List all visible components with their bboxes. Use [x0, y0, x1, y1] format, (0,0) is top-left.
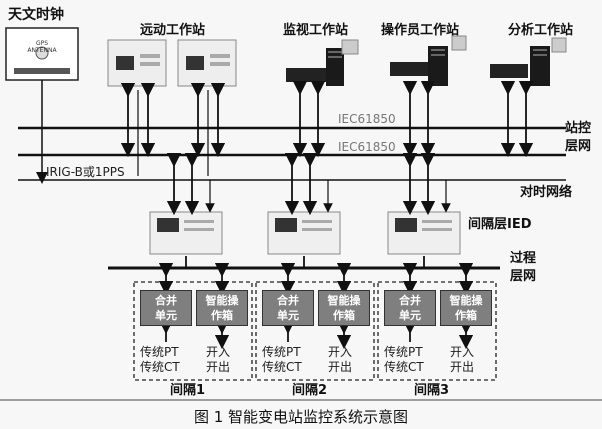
smart-box-text-1b: 作箱 [211, 309, 233, 322]
bay-ied-2 [267, 211, 341, 255]
out-label-2: 开出 [328, 360, 353, 374]
ct-label-3: 传统CT [384, 360, 424, 374]
gps-antenna-text: GPS ANTENNA [27, 40, 57, 54]
pt-label-1: 传统PT [140, 345, 179, 359]
irig-label: IRIG-B或1PPS [46, 165, 125, 179]
telecontrol-label: 远动工作站 [140, 23, 206, 38]
ct-label-1: 传统CT [140, 360, 180, 374]
bay-enclosure-2 [255, 281, 375, 381]
merge-unit-text-2b: 单元 [277, 309, 299, 322]
smart-box-2: 智能操 作箱 [318, 290, 370, 326]
smart-box-text-2a: 智能操 [327, 294, 361, 307]
merge-unit-box-2: 合并 单元 [262, 290, 314, 326]
in-label-2: 开入 [328, 345, 353, 359]
iec-label-top: IEC61850 [338, 112, 396, 126]
gps-clock-device [5, 27, 79, 81]
station-bus-label-1: 站控 [565, 121, 592, 136]
process-bus-label-2: 层网 [510, 269, 537, 284]
merge-unit-box-3: 合并 单元 [384, 290, 436, 326]
ct-label-2: 传统CT [262, 360, 302, 374]
bay-name-1: 间隔1 [170, 383, 206, 398]
bay-name-2: 间隔2 [292, 383, 328, 398]
figure-caption: 图 1 智能变电站监控系统示意图 [193, 408, 409, 426]
timing-net-label: 对时网络 [520, 185, 573, 200]
monitor-workstation [286, 39, 359, 86]
analysis-workstation [490, 37, 567, 86]
operator-workstation [390, 35, 467, 86]
bay-ied-3 [387, 211, 461, 255]
in-label-3: 开入 [450, 345, 475, 359]
smart-box-text-1a: 智能操 [205, 294, 239, 307]
smart-box-1: 智能操 作箱 [196, 290, 248, 326]
out-label-3: 开出 [450, 360, 475, 374]
telecontrol-chassis-1 [107, 39, 167, 87]
merge-unit-box-1: 合并 单元 [140, 290, 192, 326]
bay-enclosure-1 [133, 281, 253, 381]
station-bus-label-2: 层网 [565, 139, 592, 154]
astro-clock-label: 天文时钟 [8, 7, 64, 23]
pt-label-2: 传统PT [262, 345, 301, 359]
telecontrol-chassis-2 [177, 39, 237, 87]
pt-label-3: 传统PT [384, 345, 423, 359]
iec-label-mid: IEC61850 [338, 140, 396, 154]
smart-box-3: 智能操 作箱 [440, 290, 492, 326]
operator-label: 操作员工作站 [381, 23, 460, 38]
merge-unit-text-1b: 单元 [155, 309, 177, 322]
monitor-label: 监视工作站 [283, 23, 349, 38]
bay-ied-label: 间隔层IED [468, 217, 532, 232]
out-label-1: 开出 [206, 360, 231, 374]
smart-box-text-2b: 作箱 [333, 309, 355, 322]
smart-box-text-3a: 智能操 [449, 294, 483, 307]
bay-enclosure-3 [377, 281, 497, 381]
merge-unit-text-3a: 合并 [399, 294, 421, 307]
bay-ied-1 [149, 211, 223, 255]
process-bus-label-1: 过程 [510, 251, 537, 266]
analysis-label: 分析工作站 [508, 23, 574, 38]
smart-box-text-3b: 作箱 [455, 309, 477, 322]
merge-unit-text-3b: 单元 [399, 309, 421, 322]
merge-unit-text-1a: 合并 [155, 294, 177, 307]
merge-unit-text-2a: 合并 [277, 294, 299, 307]
in-label-1: 开入 [206, 345, 231, 359]
bay-name-3: 间隔3 [414, 383, 450, 398]
